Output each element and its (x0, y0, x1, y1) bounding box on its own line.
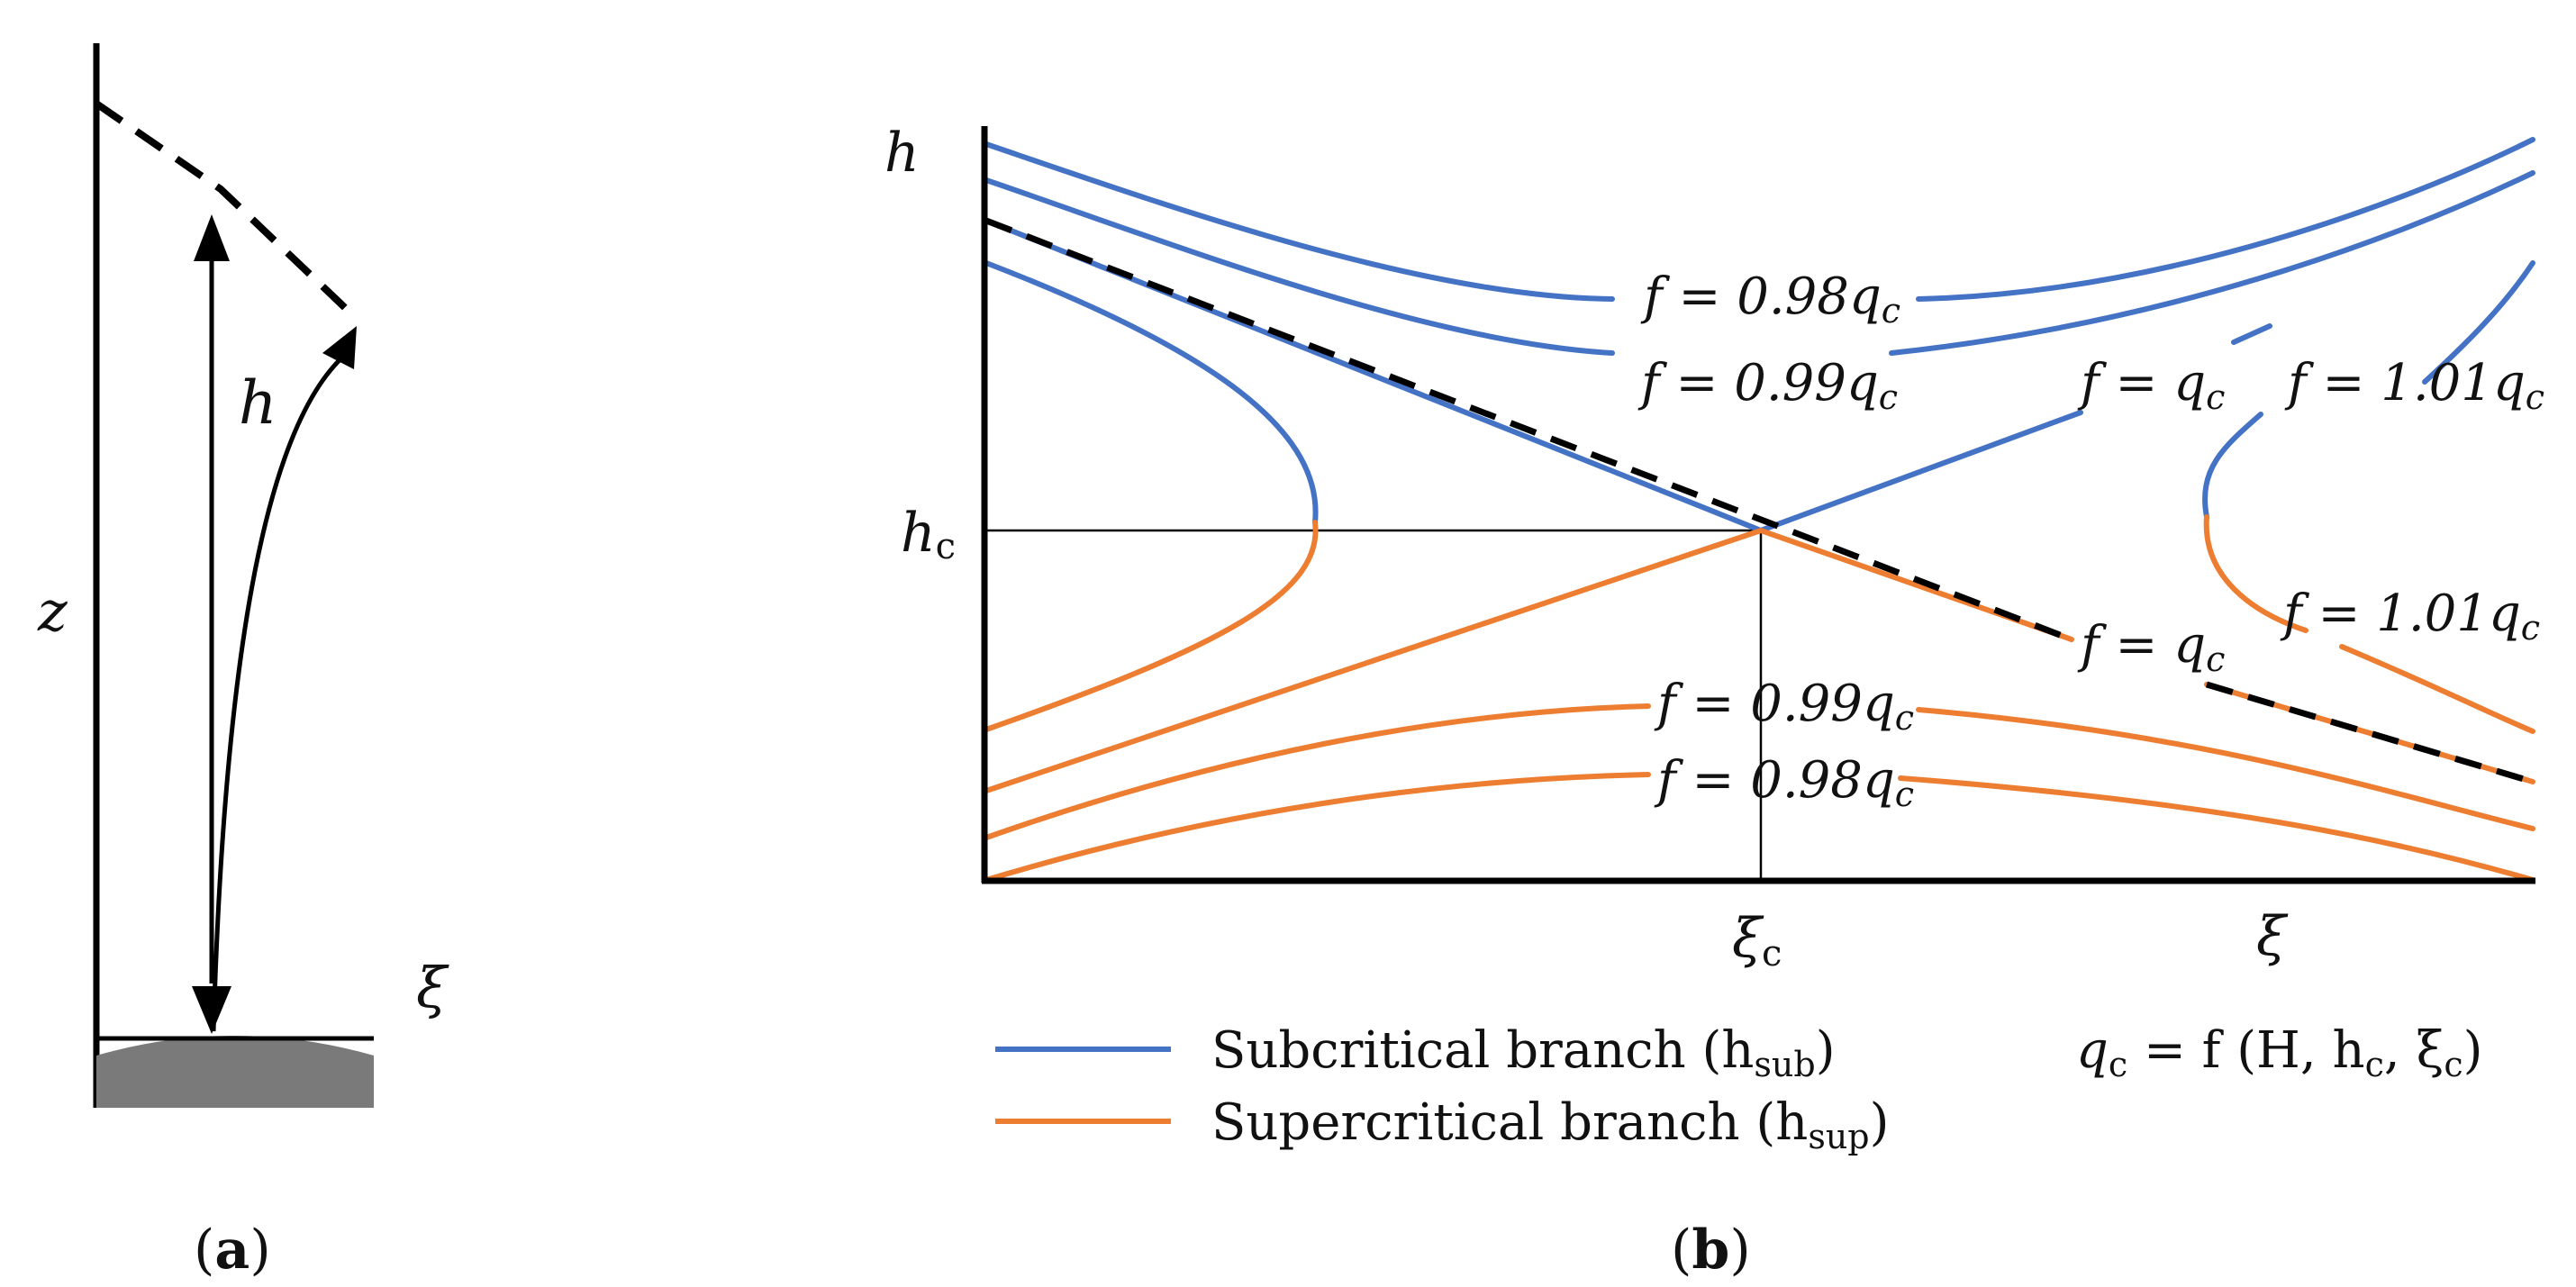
critical-flow-formula: qc = f (H, hc, ξc) (2076, 1021, 2482, 1084)
hc-tick-label: hc (901, 502, 956, 567)
legend-subcritical-label: Subcritical branch (hsub) (1211, 1021, 1836, 1084)
panel-b-y-axis-label: h (884, 122, 920, 185)
panel-a-free-surface-dashed (94, 100, 360, 322)
curve-f101-sup-right (2203, 514, 2308, 633)
label-f098-bottom: f = 0.98qc (1654, 751, 1914, 814)
panel-b: h hc ξc ξ f = 0.98qc f = 0.99qc f = qc f… (884, 122, 2544, 1282)
label-fq-top: f = qc (2077, 354, 2225, 417)
curve-f098-sup-right (1898, 775, 2535, 883)
label-f098-top: f = 0.98qc (1640, 267, 1900, 331)
curve-f101-sub-right-upper (2422, 260, 2535, 385)
curve-f101-sup-left (984, 520, 1319, 732)
label-f101-bottom: f = 1.01qc (2280, 585, 2540, 648)
curve-f101-sub-left (984, 260, 1319, 525)
subcritical-curves (984, 137, 2535, 534)
curve-f098-sub-right (1916, 137, 2535, 302)
legend-supercritical-label: Supercritical branch (hsup) (1211, 1093, 1890, 1156)
panel-a-xi-label: ξ (416, 955, 449, 1020)
panel-a-caption: (a) (194, 1219, 271, 1282)
critical-dashed-line-upper (984, 217, 2073, 643)
label-f099-bottom: f = 0.99qc (1654, 675, 1914, 738)
curve-fq-sub (984, 218, 2083, 534)
panel-a-z-label: z (37, 578, 68, 644)
label-fq-bottom: f = qc (2077, 616, 2225, 679)
panel-b-x-axis-label: ξ (2256, 905, 2289, 968)
curve-fq-sup (984, 527, 2074, 793)
curve-f099-sup-right (1916, 707, 2535, 831)
xic-tick-label: ξc (1732, 907, 1782, 974)
curve-f099-sup-left (984, 703, 1651, 840)
panel-a-curved-arrow (211, 354, 346, 1032)
panel-a-h-label: h (239, 368, 277, 438)
curve-f098-sub-left (984, 141, 1615, 302)
label-f099-top: f = 0.99qc (1637, 354, 1898, 417)
curve-f099-sub-right (1889, 170, 2535, 356)
curve-f099-sub-left (984, 177, 1615, 356)
panel-a: z h ξ (a) (37, 43, 449, 1282)
curve-fq-sub-upper (2231, 323, 2272, 345)
label-f101-top: f = 1.01qc (2284, 354, 2544, 417)
curve-f098-sup-left (984, 772, 1651, 883)
panel-a-bed-bump (96, 1036, 374, 1108)
panel-a-arrowhead-up (194, 214, 230, 261)
panel-a-arrowhead-down (192, 986, 231, 1034)
legend: Subcritical branch (hsub) Supercritical … (995, 1021, 1890, 1156)
curve-f101-sup-right-lower (2339, 644, 2535, 734)
curve-f101-sub-right (2202, 412, 2263, 520)
panel-b-caption: (b) (1671, 1219, 1751, 1282)
panel-a-curved-arrowhead (322, 326, 357, 369)
critical-dashed-line-lower (2205, 681, 2535, 785)
